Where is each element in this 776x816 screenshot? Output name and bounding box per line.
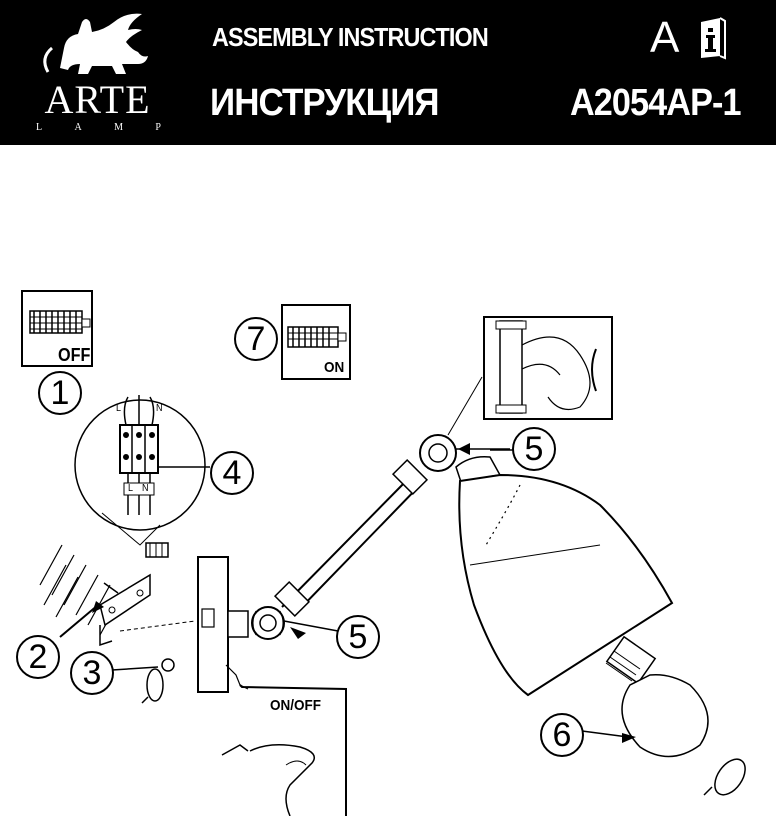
lamp-shade-icon <box>455 455 674 697</box>
logo-subtitle: L A M P <box>36 122 161 133</box>
terminal-block-icon <box>74 395 210 558</box>
language-mark: A <box>650 13 680 62</box>
terminal-l-label: L <box>128 483 134 494</box>
step-number-5-lower: 5 <box>336 615 380 659</box>
logo-sub-letter: A <box>74 122 82 133</box>
title-russian: ИНСТРУКЦИЯ <box>210 82 440 124</box>
breaker-panel-icon <box>21 290 93 367</box>
brand-logo: ARTE L A M P <box>30 8 165 136</box>
header-bar: ARTE L A M P ASSEMBLY INSTRUCTION ИНСТРУ… <box>0 0 776 145</box>
breaker-on-label: ON <box>324 359 345 376</box>
info-booklet-icon <box>701 17 726 60</box>
lamp-switch-label: ON/OFF <box>270 697 322 714</box>
step-number-2: 2 <box>16 635 60 679</box>
upper-joint <box>419 376 510 472</box>
joint-detail-box <box>483 316 613 420</box>
breaker-panel-on-icon <box>281 304 351 380</box>
rotate-arrow-icon <box>141 668 164 704</box>
terminal-n-label: N <box>142 483 149 494</box>
diagram-drawing <box>21 290 746 816</box>
step-number-6: 6 <box>540 713 584 757</box>
griffin-logo-icon <box>43 13 148 74</box>
light-bulb-icon <box>581 635 709 758</box>
switch-detail-box <box>221 684 347 816</box>
step-number-3: 3 <box>70 651 114 695</box>
logo-sub-letter: P <box>155 122 161 133</box>
title-english: ASSEMBLY INSTRUCTION <box>212 22 489 52</box>
step-number-5-upper: 5 <box>512 427 556 471</box>
wire-n-label: N <box>156 403 163 414</box>
screw-icon <box>111 620 196 672</box>
mounting-bracket <box>59 573 151 647</box>
wire-l-label: L <box>116 403 122 414</box>
model-number: A2054AP-1 <box>570 82 742 124</box>
breaker-off-label: OFF <box>58 345 91 365</box>
step-number-7: 7 <box>234 317 278 361</box>
logo-sub-letter: M <box>114 122 124 133</box>
hand-icon <box>249 744 315 816</box>
logo-wordmark: ARTE <box>44 77 151 122</box>
lower-joint <box>227 606 339 640</box>
assembly-diagram: OFF ON ON/OFF L N L N 1 2 3 4 5 5 6 7 <box>0 145 776 816</box>
step-number-1: 1 <box>38 371 82 415</box>
rotate-arrow-icon <box>703 758 746 796</box>
logo-sub-letter: L <box>36 122 43 133</box>
step-number-4: 4 <box>210 451 254 495</box>
lamp-arm <box>273 458 429 618</box>
